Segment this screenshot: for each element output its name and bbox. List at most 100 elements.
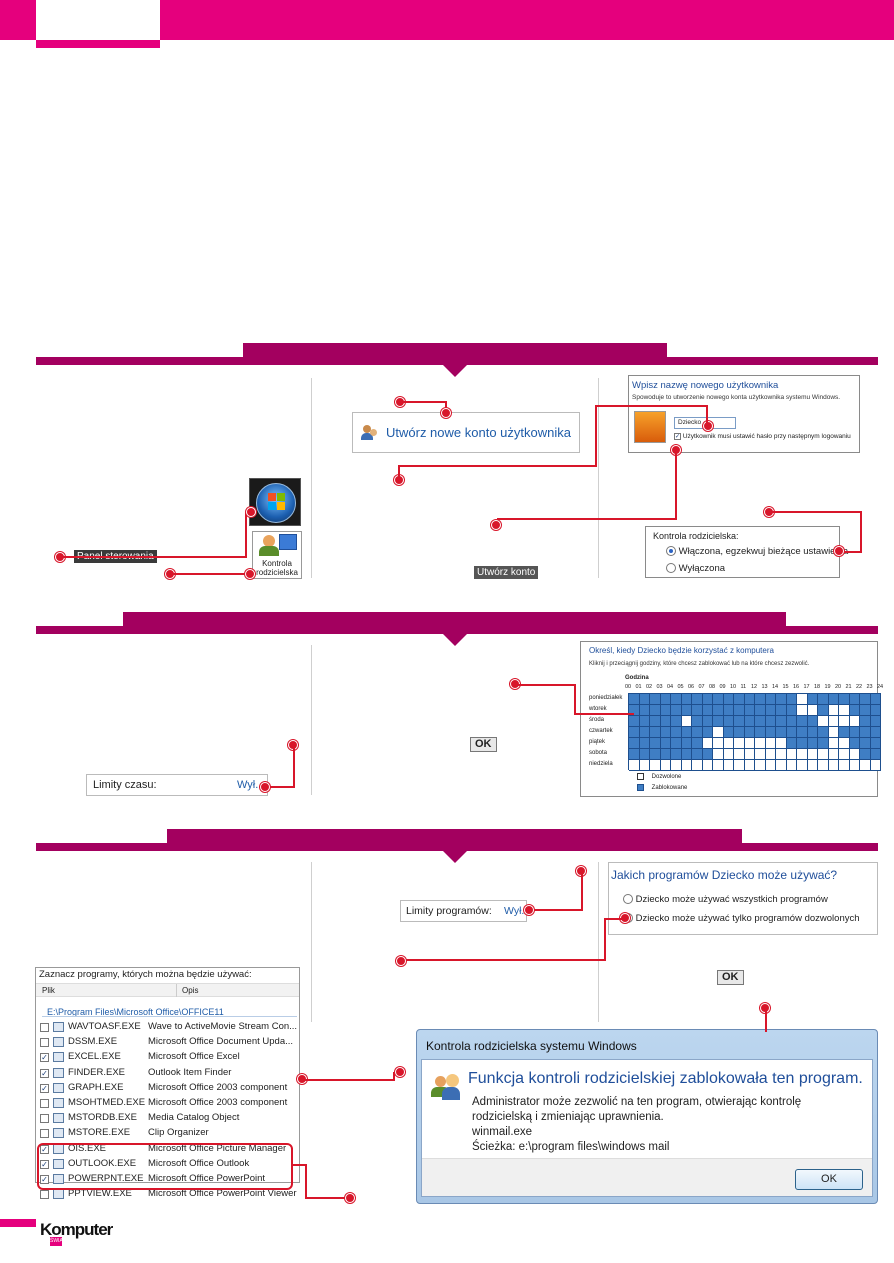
schedule-cell[interactable] xyxy=(723,716,734,727)
program-checkbox[interactable] xyxy=(40,1114,49,1124)
schedule-cell[interactable] xyxy=(860,694,871,705)
schedule-cell[interactable] xyxy=(776,705,787,716)
schedule-cell[interactable] xyxy=(786,694,797,705)
schedule-cell[interactable] xyxy=(702,760,713,771)
schedule-cell[interactable] xyxy=(807,705,818,716)
schedule-cell[interactable] xyxy=(828,738,839,749)
schedule-cell[interactable] xyxy=(860,749,871,760)
schedule-cell[interactable] xyxy=(734,727,745,738)
schedule-cell[interactable] xyxy=(692,705,703,716)
windows-start-icon[interactable] xyxy=(249,478,301,526)
schedule-cell[interactable] xyxy=(639,727,650,738)
schedule-cell[interactable] xyxy=(807,716,818,727)
schedule-cell[interactable] xyxy=(702,749,713,760)
schedule-cell[interactable] xyxy=(681,760,692,771)
schedule-cell[interactable] xyxy=(765,694,776,705)
schedule-cell[interactable] xyxy=(671,749,682,760)
schedule-cell[interactable] xyxy=(650,694,661,705)
schedule-cell[interactable] xyxy=(692,694,703,705)
schedule-cell[interactable] xyxy=(765,738,776,749)
program-limits-link[interactable]: Wył. xyxy=(504,905,525,917)
time-limits-link[interactable]: Wył. xyxy=(237,779,259,791)
schedule-cell[interactable] xyxy=(849,694,860,705)
schedule-cell[interactable] xyxy=(629,705,640,716)
schedule-cell[interactable] xyxy=(681,738,692,749)
schedule-cell[interactable] xyxy=(650,727,661,738)
schedule-cell[interactable] xyxy=(797,705,808,716)
schedule-cell[interactable] xyxy=(692,760,703,771)
schedule-cell[interactable] xyxy=(702,738,713,749)
schedule-cell[interactable] xyxy=(807,694,818,705)
schedule-cell[interactable] xyxy=(828,727,839,738)
schedule-cell[interactable] xyxy=(870,694,881,705)
option-all-radio[interactable] xyxy=(623,894,633,905)
schedule-cell[interactable] xyxy=(776,716,787,727)
schedule-cell[interactable] xyxy=(786,705,797,716)
schedule-cell[interactable] xyxy=(671,760,682,771)
schedule-cell[interactable] xyxy=(828,694,839,705)
schedule-cell[interactable] xyxy=(870,749,881,760)
schedule-cell[interactable] xyxy=(765,716,776,727)
schedule-cell[interactable] xyxy=(818,716,829,727)
schedule-cell[interactable] xyxy=(755,716,766,727)
schedule-cell[interactable] xyxy=(650,760,661,771)
schedule-cell[interactable] xyxy=(828,760,839,771)
schedule-cell[interactable] xyxy=(786,749,797,760)
schedule-cell[interactable] xyxy=(818,727,829,738)
schedule-cell[interactable] xyxy=(828,749,839,760)
schedule-cell[interactable] xyxy=(839,705,850,716)
schedule-cell[interactable] xyxy=(797,749,808,760)
schedule-cell[interactable] xyxy=(713,716,724,727)
schedule-cell[interactable] xyxy=(797,760,808,771)
schedule-cell[interactable] xyxy=(723,749,734,760)
schedule-cell[interactable] xyxy=(713,749,724,760)
schedule-cell[interactable] xyxy=(650,749,661,760)
schedule-cell[interactable] xyxy=(828,716,839,727)
schedule-cell[interactable] xyxy=(713,738,724,749)
schedule-cell[interactable] xyxy=(849,727,860,738)
schedule-cell[interactable] xyxy=(818,760,829,771)
schedule-cell[interactable] xyxy=(734,760,745,771)
schedule-cell[interactable] xyxy=(681,705,692,716)
schedule-cell[interactable] xyxy=(660,749,671,760)
schedule-cell[interactable] xyxy=(776,738,787,749)
schedule-cell[interactable] xyxy=(629,760,640,771)
schedule-cell[interactable] xyxy=(755,694,766,705)
schedule-cell[interactable] xyxy=(839,760,850,771)
schedule-cell[interactable] xyxy=(818,705,829,716)
schedule-cell[interactable] xyxy=(681,716,692,727)
schedule-cell[interactable] xyxy=(639,716,650,727)
col-desc-header[interactable]: Opis xyxy=(182,986,199,995)
schedule-grid[interactable] xyxy=(628,693,881,771)
schedule-cell[interactable] xyxy=(860,760,871,771)
schedule-cell[interactable] xyxy=(660,694,671,705)
schedule-cell[interactable] xyxy=(755,749,766,760)
schedule-cell[interactable] xyxy=(639,738,650,749)
schedule-cell[interactable] xyxy=(660,738,671,749)
schedule-cell[interactable] xyxy=(870,705,881,716)
schedule-cell[interactable] xyxy=(713,760,724,771)
schedule-cell[interactable] xyxy=(839,716,850,727)
schedule-cell[interactable] xyxy=(755,727,766,738)
program-checkbox[interactable] xyxy=(40,1038,49,1048)
schedule-cell[interactable] xyxy=(692,727,703,738)
schedule-cell[interactable] xyxy=(723,760,734,771)
schedule-cell[interactable] xyxy=(702,727,713,738)
schedule-cell[interactable] xyxy=(870,760,881,771)
block-ok-button[interactable]: OK xyxy=(795,1169,863,1190)
schedule-cell[interactable] xyxy=(860,705,871,716)
option-off-radio[interactable] xyxy=(666,563,676,574)
schedule-cell[interactable] xyxy=(723,738,734,749)
schedule-cell[interactable] xyxy=(797,716,808,727)
schedule-cell[interactable] xyxy=(797,738,808,749)
schedule-cell[interactable] xyxy=(839,694,850,705)
schedule-cell[interactable] xyxy=(744,738,755,749)
schedule-cell[interactable] xyxy=(671,727,682,738)
schedule-cell[interactable] xyxy=(671,716,682,727)
schedule-cell[interactable] xyxy=(681,694,692,705)
schedule-cell[interactable] xyxy=(807,749,818,760)
schedule-cell[interactable] xyxy=(807,760,818,771)
schedule-cell[interactable] xyxy=(744,694,755,705)
schedule-cell[interactable] xyxy=(639,705,650,716)
schedule-cell[interactable] xyxy=(671,705,682,716)
